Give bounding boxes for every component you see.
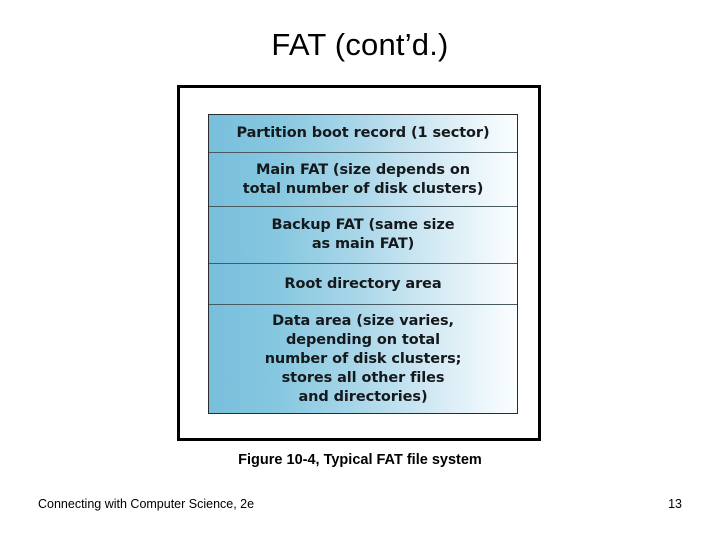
region-label-partition-boot-record: Partition boot record (1 sector) bbox=[236, 125, 490, 141]
footer-page-number: 13 bbox=[668, 497, 682, 511]
region-label-backup-fat: Backup FAT (same size as main FAT) bbox=[271, 217, 455, 252]
region-label-root-directory-area: Root directory area bbox=[284, 275, 442, 292]
diagram-region-root-directory-area: Root directory area bbox=[209, 264, 517, 305]
footer-source-text: Connecting with Computer Science, 2e bbox=[38, 497, 255, 511]
page-title: FAT (cont’d.) bbox=[271, 27, 449, 62]
figure-caption: Figure 10-4, Typical FAT file system bbox=[238, 452, 482, 468]
region-label-data-area: Data area (size varies, depending on tot… bbox=[264, 312, 462, 405]
diagram-region-backup-fat: Backup FAT (same size as main FAT) bbox=[209, 207, 517, 264]
diagram-region-partition-boot-record: Partition boot record (1 sector) bbox=[209, 115, 517, 153]
diagram-region-data-area: Data area (size varies, depending on tot… bbox=[209, 305, 517, 413]
figure-frame: Partition boot record (1 sector) Main FA… bbox=[177, 85, 541, 441]
fat-file-system-diagram: Partition boot record (1 sector) Main FA… bbox=[208, 114, 518, 414]
diagram-region-main-fat: Main FAT (size depends on total number o… bbox=[209, 153, 517, 207]
region-label-main-fat: Main FAT (size depends on total number o… bbox=[242, 161, 484, 197]
